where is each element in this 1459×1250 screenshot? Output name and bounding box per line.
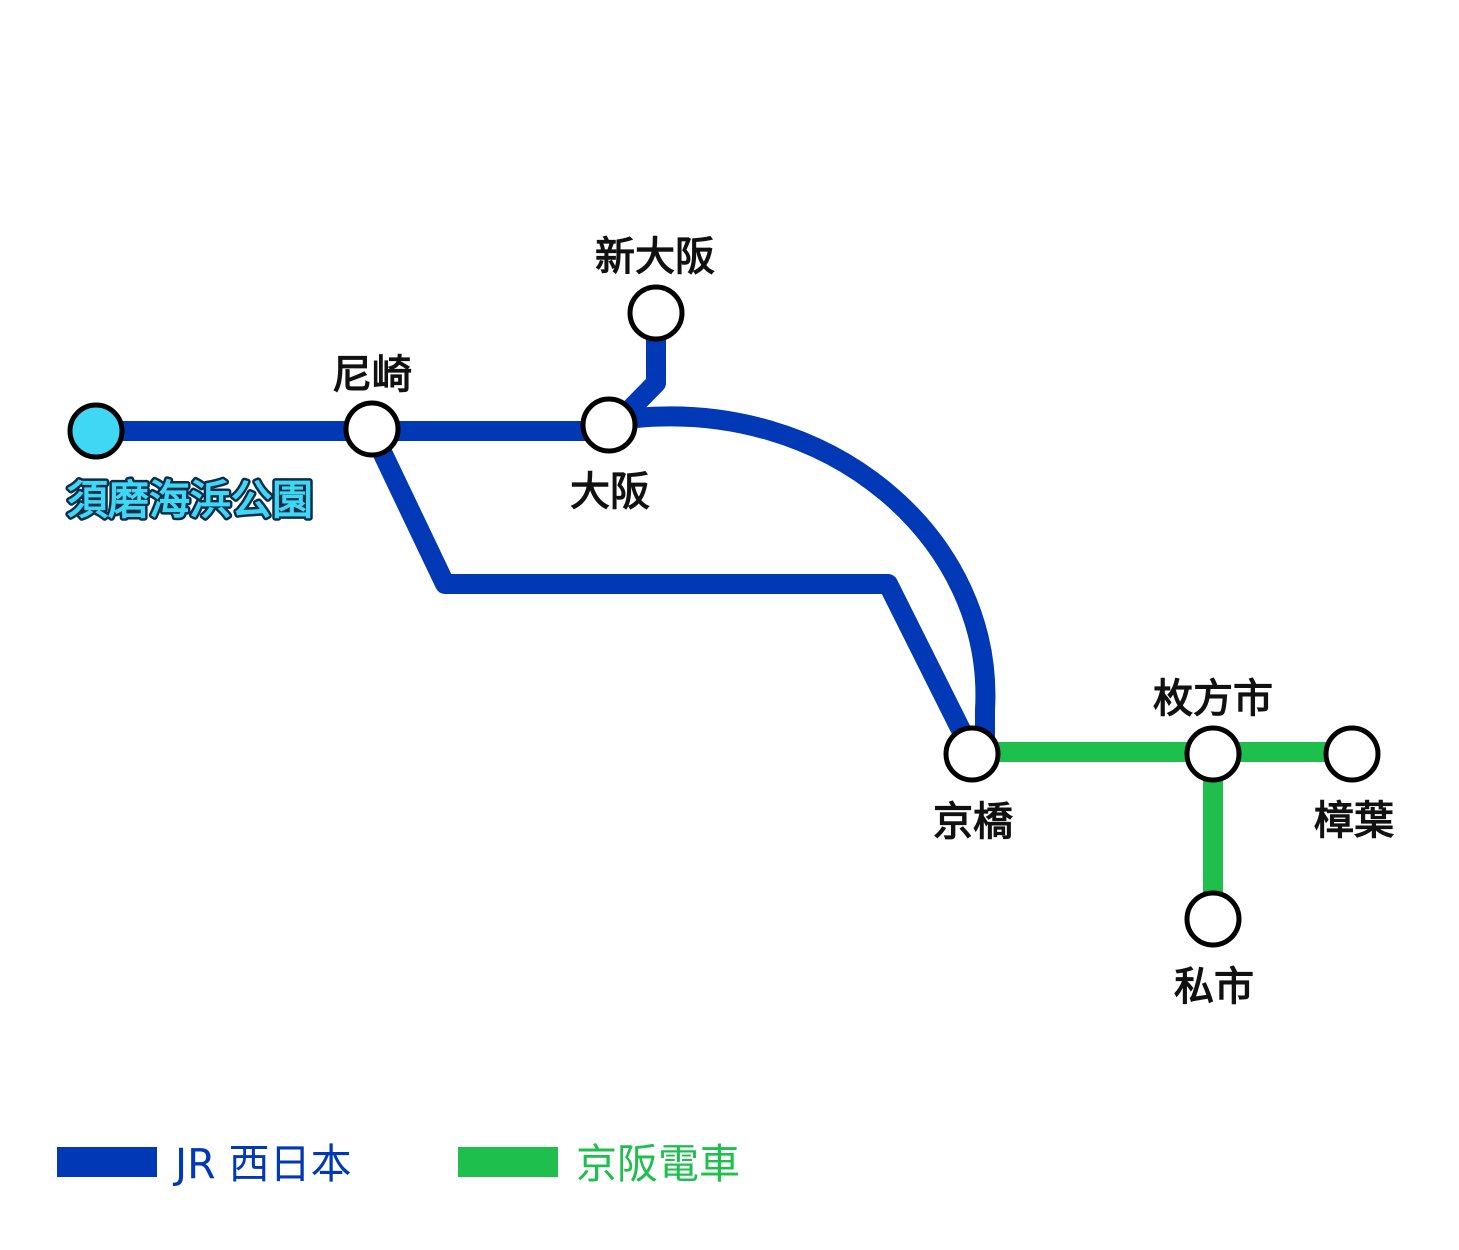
- station-marker-shin-osaka: [627, 284, 685, 342]
- keihan-lines: [962, 742, 1362, 929]
- jr-west-lines: [85, 303, 996, 762]
- station-label-hirakatashi: 枚方市: [1153, 676, 1273, 722]
- station-marker-amagasaki: [343, 400, 401, 458]
- station-labels: 須磨海浜公園 尼崎 大阪 新大阪 京橋 枚方市 樟葉 私市: [65, 234, 1396, 1010]
- station-label-shin-osaka: 新大阪: [595, 234, 715, 280]
- station-label-kyobashi: 京橋: [933, 799, 1013, 845]
- legend-swatch-keihan: [458, 1147, 558, 1177]
- station-marker-kyobashi: [943, 725, 1001, 783]
- legend-label-jr-west: JR 西日本: [172, 1140, 352, 1188]
- station-label-osaka: 大阪: [570, 469, 650, 515]
- station-label-amagasaki: 尼崎: [332, 352, 412, 398]
- station-label-suma-kaihin-koen: 須磨海浜公園: [67, 476, 313, 524]
- station-label-kisaichi: 私市: [1174, 964, 1254, 1010]
- station-marker-kuzuha: [1323, 725, 1381, 783]
- legend: JR 西日本 京阪電車: [57, 1140, 740, 1188]
- jr-line-amagasaki-kyobashi: [362, 421, 982, 762]
- station-marker-osaka: [580, 396, 638, 454]
- jr-line-osaka-kyobashi-loop: [616, 406, 996, 748]
- station-label-kuzuha: 樟葉: [1314, 798, 1395, 844]
- legend-label-keihan: 京阪電車: [576, 1140, 740, 1188]
- station-marker-suma-kaihin-koen: [67, 402, 125, 460]
- legend-swatch-jr-west: [57, 1147, 157, 1177]
- station-marker-kisaichi: [1184, 890, 1242, 948]
- station-markers: [67, 284, 1381, 948]
- station-marker-hirakatashi: [1184, 725, 1242, 783]
